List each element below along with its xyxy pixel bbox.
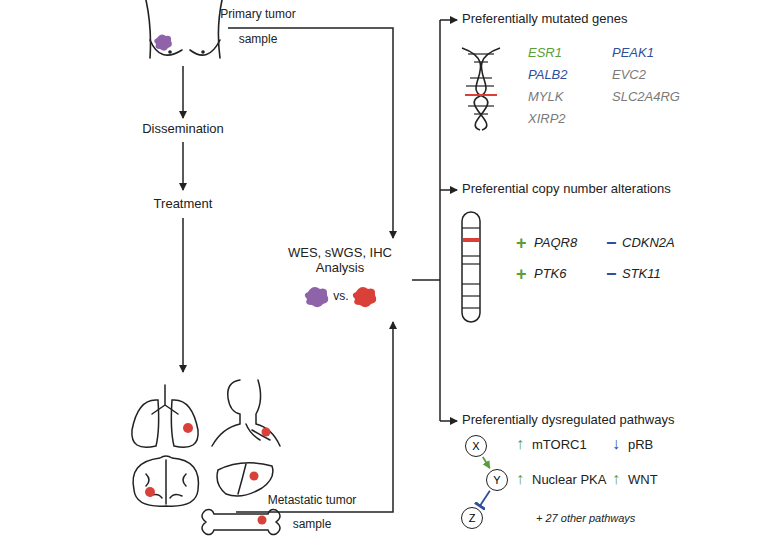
gene-name: ESR1 xyxy=(528,46,562,61)
step-label: Dissemination xyxy=(142,122,224,137)
gene-name: MYLK xyxy=(528,90,563,105)
gene-name: PALB2 xyxy=(528,68,568,83)
gene-name: PEAK1 xyxy=(612,46,654,61)
gene-name: PAQR8 xyxy=(534,236,577,251)
node-letter: Y xyxy=(493,474,500,486)
gene-name: SLC2A4RG xyxy=(612,90,680,105)
pathway-connector xyxy=(483,457,490,468)
sample-label: sample xyxy=(293,518,332,532)
pathway-connector xyxy=(480,491,490,506)
breast-curve xyxy=(190,40,220,55)
section-heading: Preferentially dysregulated pathways xyxy=(462,413,674,428)
pathway-node: Z xyxy=(461,507,483,529)
primary-tumor xyxy=(154,34,172,50)
pathway-node: X xyxy=(465,435,487,457)
node-letter: X xyxy=(472,440,479,452)
gene-name: STK11 xyxy=(622,267,661,282)
node-letter: Z xyxy=(469,512,476,524)
pathway-name: Nuclear PKA xyxy=(532,473,606,488)
gene-name: EVC2 xyxy=(612,68,646,83)
analysis-label: WES, sWGS, IHC Analysis xyxy=(280,246,400,276)
down-arrow: ↓ xyxy=(612,435,620,453)
note: + 27 other pathways xyxy=(536,512,635,525)
gene-name: PTK6 xyxy=(534,267,567,282)
up-arrow: ↑ xyxy=(516,470,524,488)
section-heading: Preferential copy number alterations xyxy=(462,182,671,197)
section-heading: Preferentially mutated genes xyxy=(462,12,627,27)
up-arrow: ↑ xyxy=(516,435,524,453)
gain-sign: + xyxy=(516,233,527,254)
torso-line xyxy=(146,0,151,58)
gain-sign: + xyxy=(516,264,527,285)
gene-name: CDKN2A xyxy=(622,236,675,251)
loss-sign: − xyxy=(606,233,617,254)
loss-sign: − xyxy=(606,264,617,285)
versus-label: vs. xyxy=(333,290,348,304)
sample-label: Primary tumor xyxy=(220,8,295,22)
sample-label: sample xyxy=(239,33,278,47)
pathway-name: pRB xyxy=(628,438,653,453)
pathway-name: WNT xyxy=(628,473,658,488)
pathway-name: mTORC1 xyxy=(532,438,587,453)
pathway-node: Y xyxy=(486,469,508,491)
sample-label: Metastatic tumor xyxy=(268,494,357,508)
up-arrow: ↑ xyxy=(612,470,620,488)
gene-name: XIRP2 xyxy=(528,112,566,127)
step-label: Treatment xyxy=(154,197,213,212)
